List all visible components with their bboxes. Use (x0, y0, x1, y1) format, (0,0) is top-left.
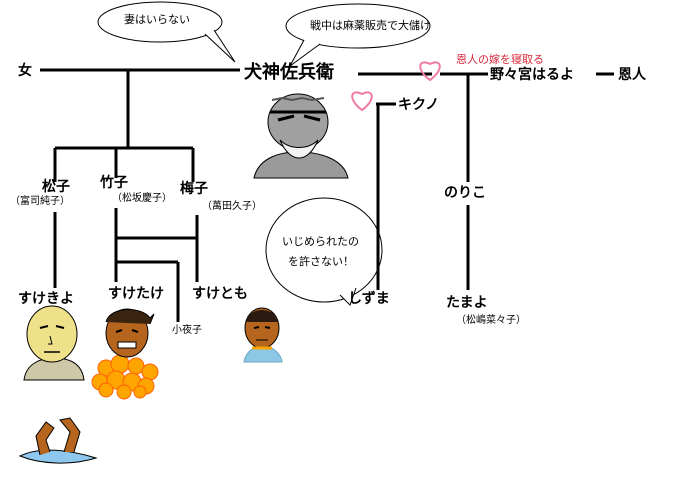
bubble-revenge-line2: を許さない！ (288, 255, 354, 268)
speech-bubble-tail-revenge (339, 287, 357, 306)
speech-bubble-war-business (285, 3, 431, 49)
tree-lines (40, 68, 614, 322)
speech-bubble-tail-war-business (289, 39, 321, 67)
person-noriko: のりこ (444, 185, 486, 201)
person-suketake: すけたけ (108, 286, 164, 302)
person-matsuko: 松子 (42, 179, 70, 195)
person-tamayo: たまよ (446, 295, 488, 311)
note-steal-wife: 恩人の嫁を寝取る (456, 53, 544, 66)
portrait-suketomo (243, 307, 283, 363)
bubble-revenge-line1: いじめられたの (282, 235, 359, 248)
person-shizuma: しずま (348, 291, 390, 307)
person-woman: 女 (18, 63, 32, 79)
person-patriarch: 犬神佐兵衛 (244, 62, 334, 83)
portrait-suketake-burned (91, 308, 159, 400)
person-kikuno: キクノ (398, 97, 440, 113)
heart-icon (419, 61, 441, 82)
person-onjin: 恩人 (618, 67, 646, 83)
portrait-suekiyo-mask (23, 305, 85, 381)
bubble-no-wife-text: 妻はいらない (124, 13, 190, 26)
actor-matsuko: （富司純子） (10, 196, 70, 207)
heart-icon (351, 91, 373, 112)
actor-tamayo: （松嶋菜々子） (456, 315, 526, 326)
speech-bubble-revenge (265, 197, 383, 303)
person-sayoko: 小夜子 (172, 325, 202, 336)
speech-bubble-no-wife (97, 1, 223, 43)
speech-bubble-tail-no-wife (204, 29, 236, 63)
person-haruyo: 野々宮はるよ (490, 67, 574, 83)
bubble-war-business-text: 戦中は麻薬販売で大儲け (310, 19, 431, 32)
portrait-patriarch (253, 93, 349, 179)
actor-umeko: （萬田久子） (202, 201, 262, 212)
person-takeko: 竹子 (100, 175, 128, 191)
drowned-legs-icon (18, 417, 98, 464)
actor-takeko: （松坂慶子） (112, 193, 172, 204)
person-suketomo: すけとも (192, 286, 248, 302)
person-umeko: 梅子 (180, 181, 208, 197)
person-suekiyo: すけきよ (18, 291, 74, 307)
